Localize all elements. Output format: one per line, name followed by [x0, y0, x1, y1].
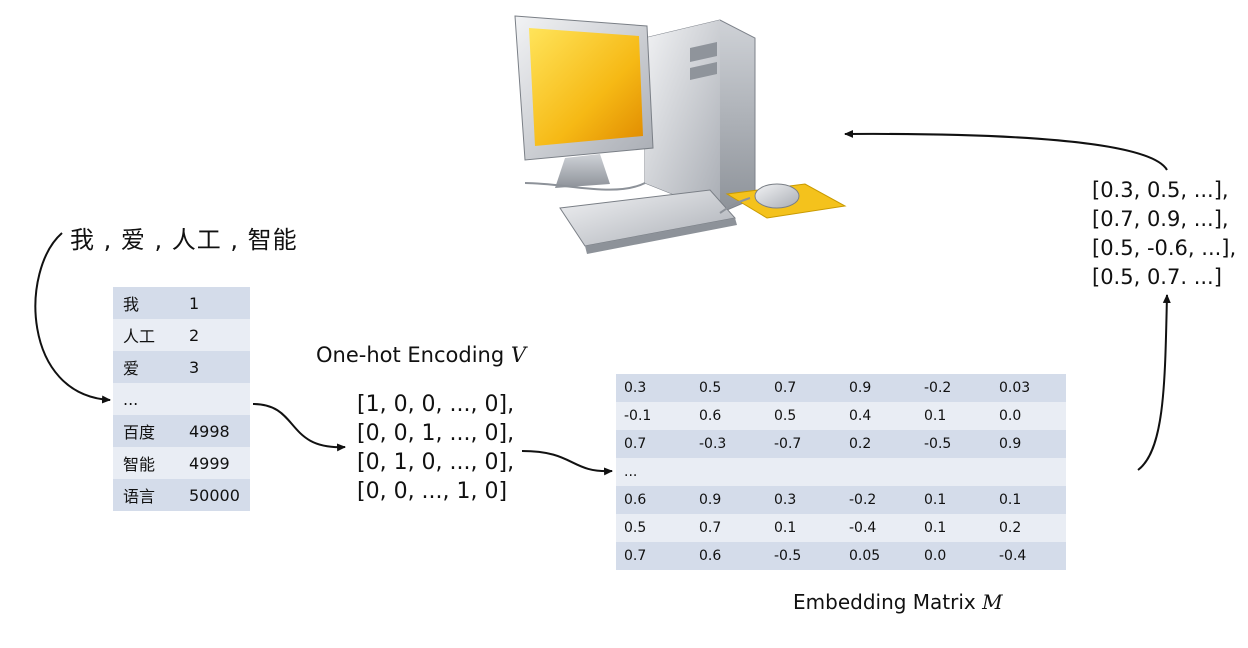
onehot-title: One-hot Encoding V — [316, 343, 526, 367]
matrix-cell: 0.1 — [916, 486, 991, 514]
matrix-cell: 0.1 — [991, 486, 1066, 514]
vocab-index: 4999 — [179, 447, 250, 479]
vocab-word: 智能 — [113, 447, 179, 479]
matrix-cell: 0.1 — [916, 402, 991, 430]
matrix-cell — [916, 458, 991, 486]
matrix-cell: 0.0 — [916, 542, 991, 570]
matrix-cell: 0.6 — [616, 486, 691, 514]
vocab-word: ... — [113, 383, 179, 415]
onehot-row: [0, 1, 0, ..., 0], — [357, 450, 515, 475]
matrix-cell: -0.7 — [766, 430, 841, 458]
matrix-cell: ... — [616, 458, 691, 486]
matrix-cell — [691, 458, 766, 486]
matrix-cell: 0.9 — [841, 374, 916, 402]
output-row: [0.5, -0.6, ...], — [1092, 236, 1237, 260]
onehot-symbol: V — [510, 343, 527, 367]
vocab-index: 4998 — [179, 415, 250, 447]
vocab-index: 1 — [179, 287, 250, 319]
vocab-index: 50000 — [179, 479, 250, 511]
arrow-vocab-to-onehot — [252, 403, 346, 452]
vocab-index: 2 — [179, 319, 250, 351]
matrix-cell: 0.3 — [616, 374, 691, 402]
matrix-cell: 0.7 — [766, 374, 841, 402]
embedding-title-text: Embedding Matrix — [793, 590, 976, 614]
onehot-title-text: One-hot Encoding — [316, 343, 505, 367]
matrix-row: ... — [616, 458, 1066, 486]
matrix-cell: 0.7 — [616, 542, 691, 570]
vocab-word: 语言 — [113, 479, 179, 511]
vocab-index: 3 — [179, 351, 250, 383]
matrix-cell: 0.05 — [841, 542, 916, 570]
vocab-word: 我 — [113, 287, 179, 319]
matrix-cell: -0.5 — [916, 430, 991, 458]
output-row: [0.3, 0.5, ...], — [1092, 178, 1229, 202]
input-tokens: 我 , 爱 , 人工 , 智能 — [70, 226, 298, 254]
onehot-row: [0, 0, ..., 1, 0] — [357, 479, 508, 504]
matrix-cell: -0.4 — [841, 514, 916, 542]
vocab-word: 人工 — [113, 319, 179, 351]
arrow-output-to-computer — [844, 129, 1168, 171]
matrix-cell: 0.0 — [991, 402, 1066, 430]
onehot-row: [0, 0, 1, ..., 0], — [357, 421, 515, 446]
matrix-cell: -0.2 — [841, 486, 916, 514]
matrix-cell — [991, 458, 1066, 486]
matrix-cell: 0.7 — [691, 514, 766, 542]
matrix-cell: 0.6 — [691, 542, 766, 570]
matrix-cell: 0.9 — [991, 430, 1066, 458]
matrix-cell: -0.5 — [766, 542, 841, 570]
matrix-cell: 0.5 — [691, 374, 766, 402]
vocab-row: ... — [113, 383, 250, 415]
output-vectors: [0.3, 0.5, ...], [0.7, 0.9, ...], [0.5, … — [1092, 176, 1236, 292]
matrix-cell: 0.2 — [991, 514, 1066, 542]
output-row: [0.7, 0.9, ...], — [1092, 207, 1229, 231]
matrix-cell: -0.4 — [991, 542, 1066, 570]
matrix-cell: -0.1 — [616, 402, 691, 430]
output-row: [0.5, 0.7. ...] — [1092, 265, 1222, 289]
matrix-cell: 0.2 — [841, 430, 916, 458]
matrix-cell: 0.1 — [766, 514, 841, 542]
matrix-cell: 0.9 — [691, 486, 766, 514]
desktop-computer-icon — [514, 15, 847, 254]
matrix-cell: 0.3 — [766, 486, 841, 514]
arrow-onehot-to-matrix — [521, 450, 613, 476]
embedding-title: Embedding Matrix M — [793, 590, 1003, 614]
vocab-word: 百度 — [113, 415, 179, 447]
onehot-row: [1, 0, 0, ..., 0], — [357, 392, 515, 417]
matrix-cell — [766, 458, 841, 486]
onehot-vectors: [1, 0, 0, ..., 0], [0, 0, 1, ..., 0], [0… — [357, 390, 514, 506]
matrix-cell: 0.5 — [616, 514, 691, 542]
matrix-cell: 0.6 — [691, 402, 766, 430]
embedding-symbol: M — [982, 590, 1003, 614]
matrix-cell: -0.3 — [691, 430, 766, 458]
matrix-cell: 0.03 — [991, 374, 1066, 402]
matrix-cell — [841, 458, 916, 486]
matrix-cell: -0.2 — [916, 374, 991, 402]
matrix-cell: 0.1 — [916, 514, 991, 542]
matrix-cell: 0.4 — [841, 402, 916, 430]
arrow-matrix-to-output — [1137, 294, 1171, 471]
vocab-word: 爱 — [113, 351, 179, 383]
matrix-cell: 0.5 — [766, 402, 841, 430]
vocab-index — [179, 383, 250, 415]
matrix-cell: 0.7 — [616, 430, 691, 458]
arrow-tokens-to-vocab — [34, 232, 111, 404]
